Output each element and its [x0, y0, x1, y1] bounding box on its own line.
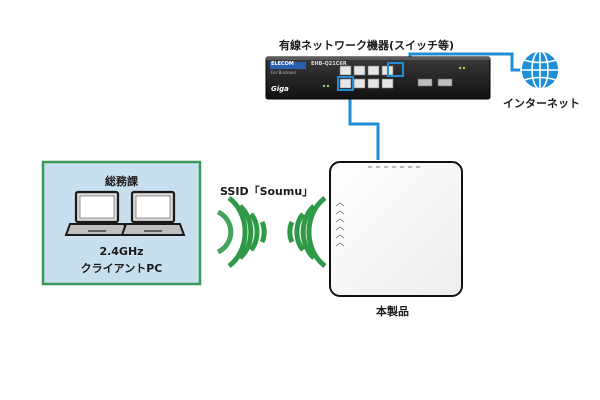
- switch-model-label: EHB-Q21C6R: [311, 61, 347, 67]
- wifi-signal-right: [287, 195, 327, 269]
- switch-title: 有線ネットワーク機器(スイッチ等): [279, 39, 455, 52]
- wifi-signal-left: [216, 195, 267, 269]
- switch-tagline-label: For Business: [271, 70, 297, 75]
- uplink-port-highlight: [387, 62, 404, 77]
- laptop-icon: [64, 190, 130, 236]
- pc-group-band: 2.4GHz: [99, 245, 144, 258]
- ap-label: 本製品: [376, 305, 409, 318]
- sfp-slots: [417, 78, 453, 87]
- pc-group-title: 総務課: [105, 175, 138, 188]
- switch-sub-brand-label: Giga: [271, 85, 289, 93]
- ssid-label: SSID「Soumu」: [220, 185, 314, 198]
- cable-switch-to-ap: [348, 90, 380, 160]
- switch-ports: [339, 65, 394, 89]
- switch-brand-badge: [270, 62, 306, 69]
- pc-group-subtitle: クライアントPC: [80, 262, 163, 275]
- internet-label: インターネット: [503, 97, 580, 110]
- ap-port-highlight: [337, 76, 354, 91]
- switch-leds: [322, 66, 466, 88]
- globe-icon: [520, 50, 560, 90]
- access-point-device: [329, 161, 463, 297]
- network-switch: [265, 56, 491, 100]
- laptop-icon: [120, 190, 186, 236]
- ap-status-indicators: [335, 202, 345, 247]
- switch-brand-label: ELECOM: [271, 61, 294, 67]
